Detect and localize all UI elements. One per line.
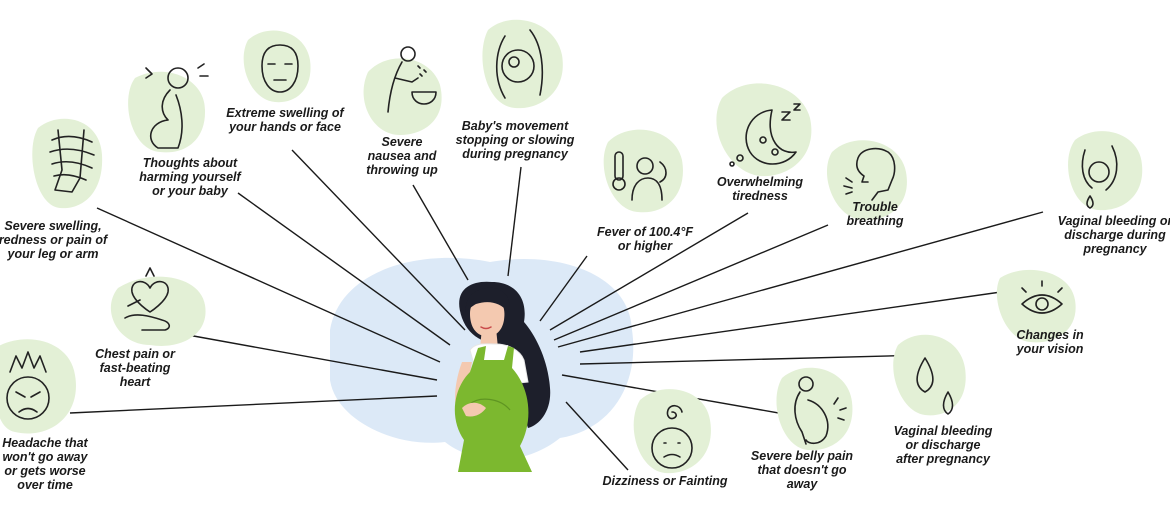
label-nausea-line: nausea and [367,149,437,163]
label-nausea-line: Severe [381,135,423,149]
label-bleed-during-line: Vaginal bleeding or [1057,214,1170,228]
connector-breathing [553,224,829,341]
label-chest-line: fast-beating [99,361,171,375]
connector-bleed-after [579,354,926,365]
label-thoughts-line: Thoughts about [142,156,238,170]
label-chest: Chest pain or fast-beating heart [80,347,190,389]
label-face-line: Extreme swelling of [226,106,344,120]
distressed-pregnant-woman-icon [128,63,209,153]
connector-nausea [412,184,469,281]
angry-face-icon [0,339,76,434]
pregnant-woman-illustration [454,281,551,472]
label-vision-line: Changes in [1016,328,1084,342]
label-fever-line: Fever of 100.4°F [596,225,693,239]
connector-dizzy [565,401,629,471]
label-leg-line: Severe swelling, [4,219,102,233]
fetus-belly-icon [482,19,563,109]
connector-bleed-during [557,211,1044,348]
connector-fever [539,255,588,322]
label-baby-line: Baby's movement [461,119,569,133]
connector-face [291,149,466,331]
label-bleed-during: Vaginal bleeding or discharge during pre… [1050,214,1170,256]
connector-lines [69,149,1044,471]
connector-baby [507,166,522,277]
label-fever: Fever of 100.4°F or higher [585,225,705,253]
label-dizzy-line: Dizziness or Fainting [602,474,728,488]
label-bleed-after-line: after pregnancy [896,452,990,466]
label-bleed-during-line: discharge during [1064,228,1166,242]
label-belly-line: Severe belly pain [750,449,854,463]
connector-tired [549,212,749,331]
label-nausea: Severe nausea and throwing up [352,135,452,177]
label-thoughts-line: or your baby [152,184,228,198]
label-baby-line: stopping or slowing [455,133,575,147]
label-baby: Baby's movement stopping or slowing duri… [445,119,585,161]
label-bleed-during-line: pregnancy [1083,242,1147,256]
label-leg: Severe swelling, redness or pain of your… [0,219,118,261]
connector-thoughts [237,192,451,346]
uterus-drop-icon [1068,131,1143,211]
connector-leg [96,207,441,363]
label-leg-line: your leg or arm [7,247,99,261]
thermometer-icon [603,129,683,213]
label-belly: Severe belly pain that doesn't go away [742,449,862,491]
label-bleed-after-line: Vaginal bleeding [893,424,993,438]
connector-headache [69,395,438,414]
swollen-leg-icon [32,118,103,209]
connector-vision [579,289,1016,353]
label-breathing: Trouble breathing [835,200,915,228]
label-thoughts: Thoughts about harming yourself or your … [130,156,250,198]
label-tired-line: tiredness [732,189,788,203]
label-bleed-after: Vaginal bleeding or discharge after preg… [883,424,1003,466]
label-headache-line: Headache that [2,436,88,450]
label-headache-line: over time [17,478,73,492]
vomiting-person-icon [363,46,442,135]
label-baby-line: during pregnancy [462,147,568,161]
pregnant-belly-pain-icon [776,367,853,451]
dizzy-face-icon [633,389,711,474]
swollen-face-icon [243,30,311,103]
breathing-head-icon [826,140,907,221]
label-breathing-line: Trouble [852,200,898,214]
label-headache: Headache that won't go away or gets wors… [0,436,100,492]
sleepy-moon-icon [716,83,812,177]
label-headache-line: or gets worse [4,464,86,478]
label-face-line: your hands or face [229,120,341,134]
label-belly-line: that doesn't go [757,463,847,477]
label-face: Extreme swelling of your hands or face [215,106,355,134]
label-nausea-line: throwing up [366,163,438,177]
label-bleed-after-line: or discharge [905,438,981,452]
heart-hand-icon [110,267,206,346]
label-thoughts-line: harming yourself [139,170,241,184]
label-tired-line: Overwhelming [716,175,804,189]
label-vision: Changes in your vision [1010,328,1090,356]
label-chest-line: heart [119,375,151,389]
label-headache-line: won't go away [2,450,88,464]
label-belly-line: away [786,477,818,491]
drops-icon [893,334,966,416]
label-leg-line: redness or pain of [0,233,108,247]
label-chest-line: Chest pain or [95,347,175,361]
connector-chest [187,334,438,381]
label-tired: Overwhelming tiredness [705,175,815,203]
label-breathing-line: breathing [846,214,904,228]
label-vision-line: your vision [1016,342,1084,356]
eye-icon [996,269,1076,343]
label-dizzy: Dizziness or Fainting [590,474,740,488]
label-fever-line: or higher [617,239,673,253]
